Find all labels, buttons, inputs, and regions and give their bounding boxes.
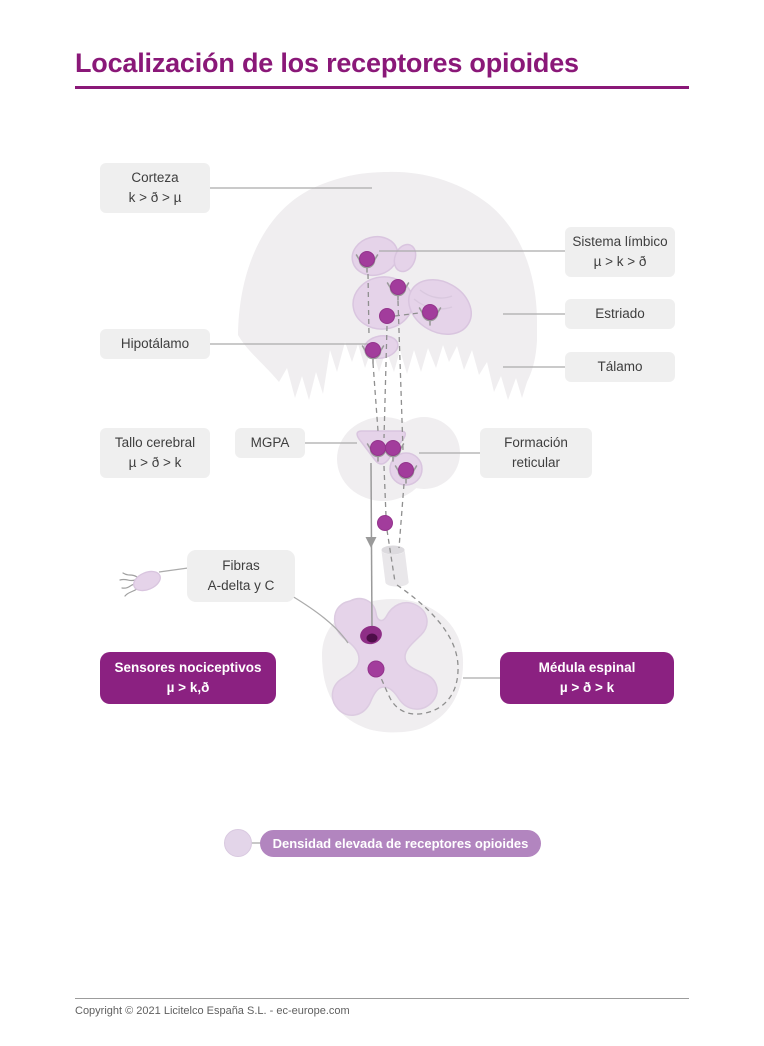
label-text: A-delta y C [207,578,275,593]
receptor-dot-thalamus-lower [379,308,395,324]
label-receptor-order: µ > k > ð [593,254,647,269]
label-tallo-cerebral: Tallo cerebral µ > ð > k [100,428,210,478]
receptor-dot-thalamus-upper [390,279,406,295]
label-text: reticular [511,455,560,470]
label-receptor-order: k > ð > µ [128,190,182,205]
label-text: Hipotálamo [120,336,190,352]
label-text: Formación [504,435,568,451]
legend-marker [224,829,262,857]
dorsal-horn-dense-site [360,625,382,645]
nociceptor-icon [119,570,161,597]
receptor-dot-striatum [422,304,438,320]
label-talamo: Tálamo [565,352,675,382]
footer-divider [75,998,689,999]
descending-pathway [365,462,377,631]
legend-badge: Densidad elevada de receptores opioides [260,830,541,857]
label-text: Tálamo [597,359,643,375]
label-text: Fibras [222,558,260,574]
page-title: Localización de los receptores opioides [75,48,579,78]
label-text: Sensores nociceptivos [114,659,262,675]
label-hipotalamo: Hipotálamo [100,329,210,359]
label-sistema-limbico: Sistema límbico µ > k > ð [565,227,675,277]
label-text: Médula espinal [538,659,636,675]
high-density-circle-icon [224,829,252,857]
receptor-sites [355,251,442,678]
copyright-text: Copyright © 2021 Licitelco España S.L. -… [75,1005,350,1017]
down-arrow-icon [365,537,377,548]
receptor-dot-reticular [398,462,414,478]
label-corteza: Corteza k > ð > µ [100,163,210,213]
receptor-dot-cord-center [367,660,385,678]
label-text: MGPA [250,435,290,451]
label-receptor-order: µ > ð > k [559,680,615,695]
receptor-dot-midbrain [377,515,393,531]
label-text: Tallo cerebral [114,435,196,451]
receptor-dot-mgpa-left [370,440,386,456]
dashed-pathways [367,273,459,715]
nerve-segment-cylinder [381,545,409,587]
legend-text: Densidad elevada de receptores opioides [272,836,529,851]
label-mgpa: MGPA [235,428,305,458]
label-receptor-order: µ > ð > k [128,455,182,470]
label-medula-espinal: Médula espinal µ > ð > k [500,652,674,704]
label-connector-lines [158,187,565,679]
spinal-gray-matter [331,597,438,716]
receptor-dot-hypothalamus [365,342,381,358]
label-text: Corteza [131,170,179,186]
label-sensores-nociceptivos: Sensores nociceptivos µ > k,ð [100,652,276,704]
label-formacion-reticular: Formación reticular [480,428,592,478]
label-fibras: Fibras A-delta y C [187,550,295,602]
label-text: Estriado [595,306,645,322]
label-receptor-order: µ > k,ð [166,680,210,695]
receptor-dot-mgpa-right [385,440,401,456]
label-text: Sistema límbico [572,234,668,250]
receptor-dot-limbic [359,251,375,267]
label-estriado: Estriado [565,299,675,329]
title-divider [75,86,689,89]
